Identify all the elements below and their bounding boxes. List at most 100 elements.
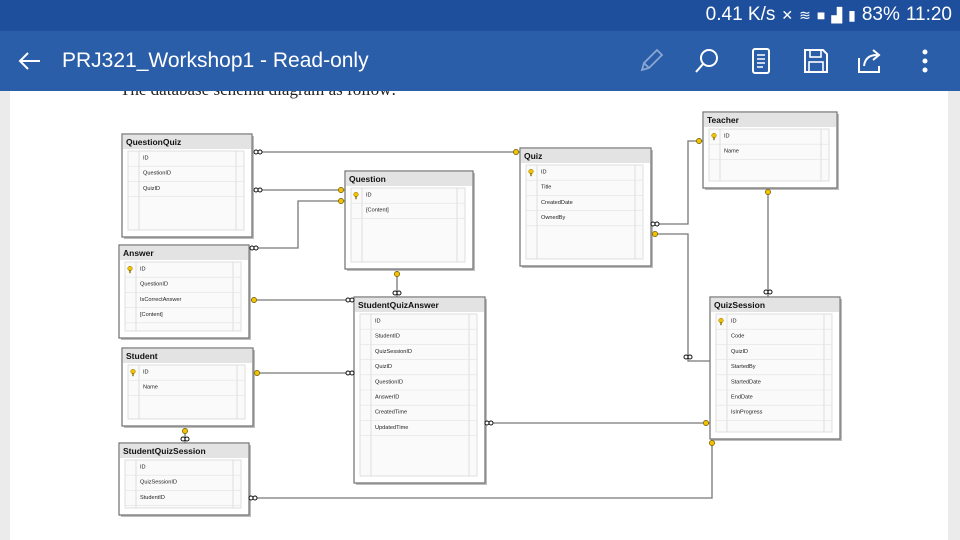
network-speed: 0.41 K/s: [705, 4, 776, 25]
table-title: Student: [126, 351, 158, 361]
column-id: ID: [140, 267, 146, 273]
one-end-key-icon: [652, 231, 658, 237]
reading-view-icon[interactable]: [744, 44, 778, 78]
one-end-key-icon: [513, 149, 519, 155]
column-name: Name: [724, 149, 739, 155]
one-end-key-icon: [696, 138, 702, 144]
column-updated-time: UpdatedTime: [375, 425, 408, 431]
document-title: PRJ321_Workshop1 - Read-only: [62, 49, 369, 72]
battery-icon: ▮: [848, 6, 856, 23]
schema-diagram: QuestionQuizIDQuestionIDQuizIDQuestionID…: [118, 111, 842, 517]
notification-icon: ■: [816, 7, 826, 23]
column-owned-by: OwnedBy: [541, 215, 565, 221]
column-id: ID: [143, 156, 149, 162]
save-icon[interactable]: [799, 44, 833, 78]
battery-level: 83%: [861, 4, 900, 25]
column-quiz-id: QuizID: [731, 349, 748, 355]
column-id: ID: [541, 170, 547, 176]
column-is-in-progress: IsInProgress: [731, 410, 763, 416]
one-end-key-icon: [394, 271, 400, 277]
column-name: Name: [143, 385, 158, 391]
column-code: Code: [731, 334, 744, 340]
back-icon[interactable]: [14, 45, 46, 77]
column-id: ID: [366, 193, 372, 199]
many-end-icon: [763, 289, 773, 295]
column-created-date: CreatedDate: [541, 200, 573, 206]
column-student-id: StudentID: [140, 495, 165, 501]
column-quiz-id: QuizID: [143, 186, 160, 192]
wifi-icon: ≋: [799, 6, 811, 23]
table-title: Teacher: [707, 115, 740, 125]
table-title: Question: [349, 174, 386, 184]
table-title: QuizSession: [714, 300, 765, 310]
document-page[interactable]: The database schema diagram as follow: Q…: [10, 91, 948, 540]
signal-icon: ▟: [831, 6, 843, 23]
more-icon[interactable]: [908, 44, 942, 78]
primary-key-icon: [718, 317, 724, 326]
many-end-icon: [345, 370, 355, 376]
table-title: StudentQuizSession: [123, 446, 206, 456]
one-end-key-icon: [338, 187, 344, 193]
many-end-icon: [248, 495, 258, 501]
one-end-key-icon: [709, 440, 715, 446]
column-is-correct-answer: IsCorrectAnswer: [140, 297, 181, 303]
column-title: Title: [541, 185, 551, 191]
column-question-id: QuestionID: [140, 282, 168, 288]
many-end-icon: [249, 245, 259, 251]
many-end-icon: [180, 436, 190, 442]
column-created-time: CreatedTime: [375, 410, 407, 416]
column-quiz-session-id: QuizSessionID: [140, 480, 177, 486]
share-icon[interactable]: [853, 44, 887, 78]
one-end-key-icon: [254, 370, 260, 376]
column-id: ID: [731, 319, 737, 325]
column-question-id: QuestionID: [375, 379, 403, 385]
column-content: [Content]: [366, 208, 389, 214]
table-title: QuestionQuiz: [126, 137, 181, 147]
column-started-by: StartedBy: [731, 364, 756, 370]
primary-key-icon: [711, 132, 717, 141]
edit-pencil-icon[interactable]: [634, 44, 668, 78]
document-caption: The database schema diagram as follow:: [120, 91, 396, 100]
column-student-id: StudentID: [375, 334, 400, 340]
column-id: ID: [140, 465, 146, 471]
column-started-date: StartedDate: [731, 379, 761, 385]
search-icon[interactable]: [690, 44, 724, 78]
table-title: StudentQuizAnswer: [358, 300, 439, 310]
column-quiz-session-id: QuizSessionID: [375, 349, 412, 355]
many-end-icon: [253, 149, 263, 155]
app-bar: PRJ321_Workshop1 - Read-only: [0, 31, 960, 91]
primary-key-icon: [130, 368, 136, 377]
column-id: ID: [143, 370, 149, 376]
many-end-icon: [683, 354, 693, 360]
many-end-icon: [392, 290, 402, 296]
mute-icon: ✕: [781, 6, 794, 23]
many-end-icon: [345, 297, 355, 303]
one-end-key-icon: [765, 189, 771, 195]
many-end-icon: [253, 187, 263, 193]
primary-key-icon: [127, 265, 133, 274]
primary-key-icon: [353, 191, 359, 200]
table-title: Quiz: [524, 151, 542, 161]
status-bar: 0.41 K/s ✕ ≋ ■ ▟ ▮ 83% 11:20: [0, 0, 960, 31]
one-end-key-icon: [338, 198, 344, 204]
many-end-icon: [650, 221, 660, 227]
column-answer-id: AnswerID: [375, 395, 399, 401]
column-id: ID: [375, 319, 381, 325]
relation-answer-question: [250, 200, 345, 249]
one-end-key-icon: [182, 428, 188, 434]
column-quiz-id: QuizID: [375, 364, 392, 370]
relation-sqs-quizsession: [249, 438, 713, 499]
one-end-key-icon: [703, 420, 709, 426]
table-question: QuestionID [Content]: [344, 170, 475, 271]
relation-quizsession-quiz: [651, 233, 712, 362]
many-end-icon: [484, 420, 494, 426]
table-student: StudentID Name: [121, 347, 255, 428]
one-end-key-icon: [251, 297, 257, 303]
column-question-id: QuestionID: [143, 171, 171, 177]
